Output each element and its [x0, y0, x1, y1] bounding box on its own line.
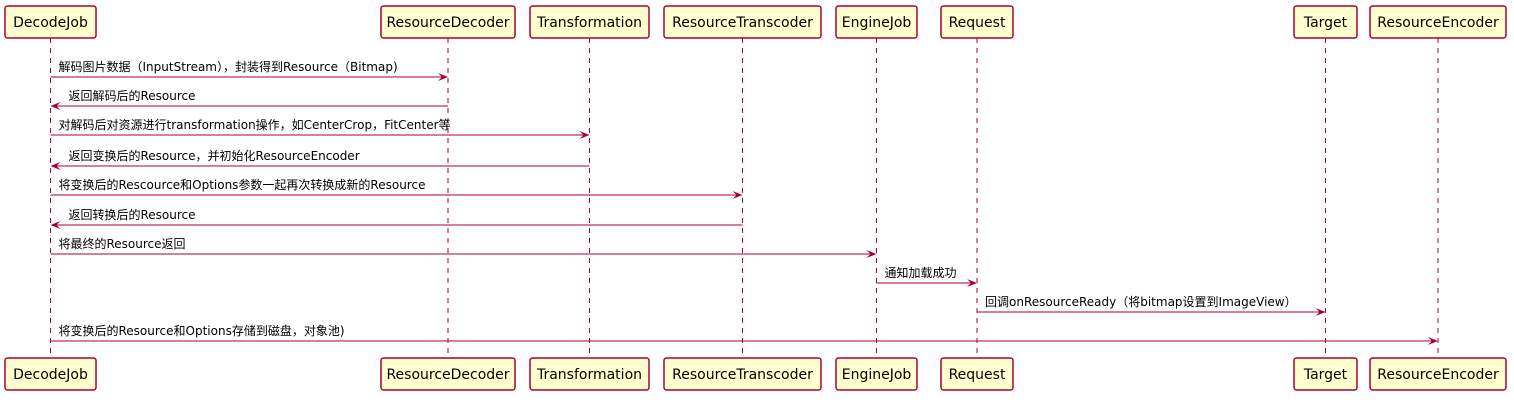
participant-label: Transformation: [536, 367, 642, 383]
participant-box: [1369, 357, 1507, 391]
message-label: 返回解码后的Resource: [69, 88, 196, 103]
participant-label: ResourceDecoder: [386, 15, 509, 31]
participant-box: [380, 5, 516, 39]
participant-label: ResourceEncoder: [1377, 15, 1499, 31]
participant-label: DecodeJob: [13, 15, 88, 31]
participant-box: [663, 5, 822, 39]
arrow-head-icon: [50, 162, 61, 170]
participant-box: [940, 5, 1014, 39]
participant-label: ResourceTranscoder: [672, 367, 813, 383]
lifelines: [50, 38, 1439, 358]
arrow-head-icon: [1428, 337, 1438, 345]
message-6: 返回转换后的Resource: [50, 207, 743, 229]
participant-target-top: Target: [1293, 5, 1358, 39]
participant-decodejob-bottom: DecodeJob: [4, 357, 97, 391]
message-label: 对解码后对资源进行transformation操作，如CenterCrop，Fi…: [59, 117, 451, 132]
participant-box: [380, 357, 516, 391]
participant-resourcetranscoder-bottom: ResourceTranscoder: [663, 357, 822, 391]
participants-top: DecodeJob ResourceDecoder Transformation Re…: [4, 5, 1507, 39]
arrow-head-icon: [1315, 308, 1326, 316]
participant-resourcetranscoder-top: ResourceTranscoder: [663, 5, 822, 39]
participant-label: Request: [949, 367, 1006, 383]
participant-label: EngineJob: [842, 15, 912, 31]
message-4: 返回变换后的Resource，并初始化ResourceEncoder: [50, 148, 590, 170]
message-7: 将最终的Resource返回: [50, 236, 877, 258]
participant-enginejob-top: EngineJob: [835, 5, 918, 39]
message-10: 将变换后的Resource和Options存储到磁盘，对象池): [50, 323, 1438, 345]
participant-label: DecodeJob: [13, 367, 88, 383]
arrow-head-icon: [50, 102, 61, 110]
arrow-head-icon: [732, 191, 743, 199]
participant-box: [1293, 357, 1358, 391]
participant-resourcedecoder-bottom: ResourceDecoder: [380, 357, 516, 391]
participant-box: [4, 5, 97, 39]
participant-resourceencoder-top: ResourceEncoder: [1369, 5, 1507, 39]
arrow-head-icon: [579, 131, 590, 139]
participant-request-bottom: Request: [940, 357, 1014, 391]
participant-label: Request: [949, 15, 1006, 31]
participant-enginejob-bottom: EngineJob: [835, 357, 918, 391]
participant-transformation-bottom: Transformation: [529, 357, 650, 391]
participant-label: ResourceEncoder: [1377, 367, 1499, 383]
participant-label: Target: [1303, 367, 1348, 383]
arrow-head-icon: [438, 73, 448, 81]
participant-resourcedecoder-top: ResourceDecoder: [380, 5, 516, 39]
participant-box: [663, 357, 822, 391]
message-label: 将变换后的Rescource和Options参数一起再次转换成新的Resourc…: [59, 177, 426, 192]
arrow-head-icon: [866, 250, 877, 258]
message-label: 返回变换后的Resource，并初始化ResourceEncoder: [69, 148, 360, 163]
participant-box: [529, 357, 650, 391]
message-label: 回调onResourceReady（将bitmap设置到ImageView）: [985, 295, 1297, 309]
message-9: 回调onResourceReady（将bitmap设置到ImageView）: [977, 295, 1326, 316]
message-label: 将最终的Resource返回: [59, 236, 186, 251]
participant-label: ResourceDecoder: [386, 367, 509, 383]
message-8: 通知加载成功: [876, 266, 977, 287]
message-3: 对解码后对资源进行transformation操作，如CenterCrop，Fi…: [50, 117, 590, 139]
participant-label: ResourceTranscoder: [672, 15, 813, 31]
participant-box: [940, 357, 1014, 391]
arrow-head-icon: [50, 221, 61, 229]
participant-box: [529, 5, 650, 39]
participant-request-top: Request: [940, 5, 1014, 39]
participant-box: [835, 357, 918, 391]
message-label: 将变换后的Resource和Options存储到磁盘，对象池): [59, 323, 345, 338]
participant-transformation-top: Transformation: [529, 5, 650, 39]
message-5: 将变换后的Rescource和Options参数一起再次转换成新的Resourc…: [50, 177, 743, 199]
participant-resourceencoder-bottom: ResourceEncoder: [1369, 357, 1507, 391]
message-2: 返回解码后的Resource: [50, 88, 448, 110]
participant-label: Transformation: [536, 15, 642, 31]
message-1: 解码图片数据（InputStream），封装得到Resource（Bitmap): [50, 59, 448, 81]
messages: 解码图片数据（InputStream），封装得到Resource（Bitmap)…: [50, 59, 1438, 345]
participant-target-bottom: Target: [1293, 357, 1358, 391]
participant-box: [1293, 5, 1358, 39]
message-label: 解码图片数据（InputStream），封装得到Resource（Bitmap): [59, 59, 398, 74]
message-label: 通知加载成功: [885, 266, 957, 280]
participant-label: EngineJob: [842, 367, 912, 383]
participant-box: [4, 357, 97, 391]
participant-box: [1369, 5, 1507, 39]
participants-bottom: DecodeJob ResourceDecoder Transformation Re…: [4, 357, 1507, 391]
arrow-head-icon: [967, 279, 977, 287]
participant-box: [835, 5, 918, 39]
participant-decodejob-top: DecodeJob: [4, 5, 97, 39]
message-label: 返回转换后的Resource: [69, 207, 196, 222]
participant-label: Target: [1303, 15, 1348, 31]
